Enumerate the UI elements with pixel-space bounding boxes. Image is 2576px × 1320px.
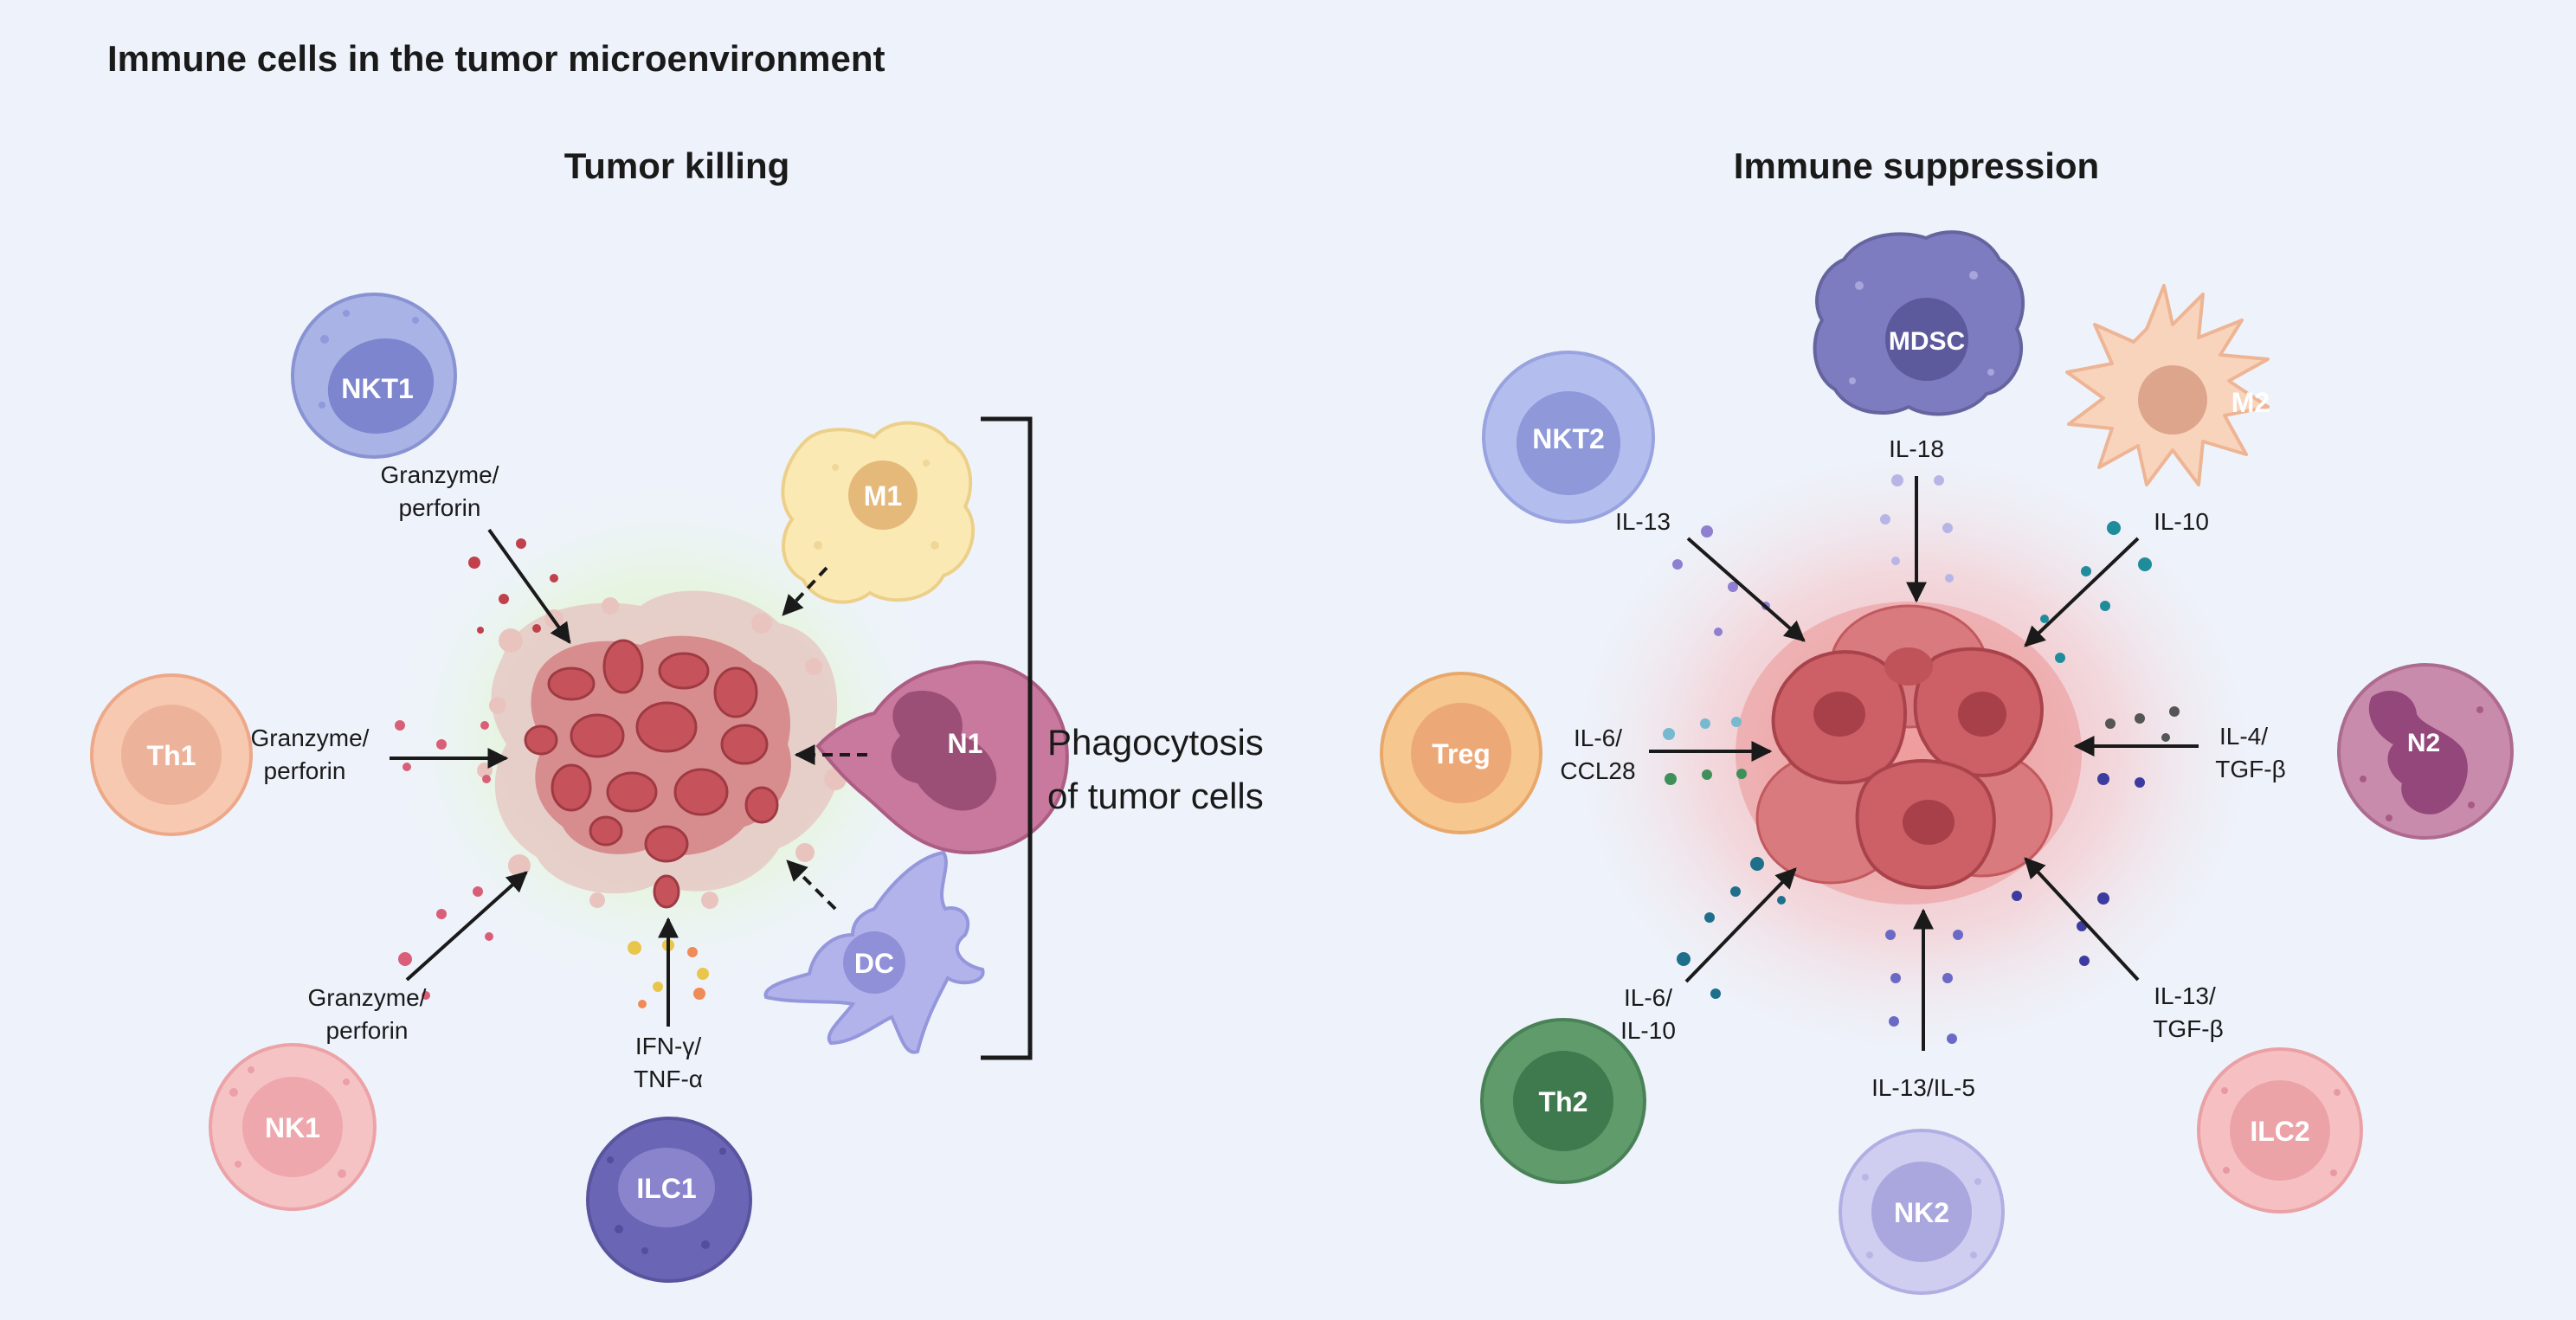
n2-cytokine-line1: IL-4/	[2219, 723, 2268, 750]
nkt2-label: NKT2	[1532, 423, 1605, 454]
nkt2-cytokine: IL-13	[1615, 508, 1671, 535]
heading-immune-suppression: Immune suppression	[1734, 145, 2099, 186]
arrow-nkt2-to-tumor	[1686, 537, 1806, 642]
treg-cytokine-line1: IL-6/	[1574, 724, 1622, 751]
m2-macrophage: M2	[2065, 284, 2270, 486]
ilc1-label: ILC1	[636, 1173, 696, 1204]
cytokine-dots-left	[395, 538, 709, 1008]
ilc1-cytokine-line1: IFN-γ/	[635, 1033, 701, 1059]
ilc2-cytokine-line1: IL-13/	[2154, 982, 2216, 1009]
ilc1-cytokine-line2: TNF-α	[634, 1066, 703, 1092]
n2-neutrophil: N2	[2337, 663, 2514, 840]
th2-cell: Th2	[1480, 1018, 1646, 1184]
nk1-cytokine-line1: Granzyme/	[308, 984, 427, 1011]
dc-label: DC	[854, 948, 894, 979]
m2-label: M2	[2231, 387, 2270, 418]
m1-label: M1	[864, 480, 902, 512]
phagocytosis-bracket	[981, 416, 1033, 1060]
th2-cytokine-line2: IL-10	[1620, 1017, 1676, 1044]
ilc2-cytokine-line2: TGF-β	[2153, 1015, 2223, 1042]
arrow-nkt1-to-tumor	[487, 528, 571, 644]
nkt1-cytokine-line2: perforin	[399, 494, 481, 521]
treg-label: Treg	[1432, 738, 1491, 769]
nk2-label: NK2	[1894, 1197, 1949, 1228]
nk2-cell: NK2	[1839, 1129, 2005, 1295]
nkt1-cytokine-line1: Granzyme/	[381, 461, 499, 488]
nkt1-cell: NKT1	[291, 293, 457, 459]
treg-cell: Treg	[1380, 672, 1542, 834]
arrow-nk1-to-tumor	[405, 871, 528, 982]
th2-label: Th2	[1539, 1086, 1588, 1117]
treg-cytokine-line2: CCL28	[1560, 757, 1635, 784]
nk1-label: NK1	[265, 1112, 320, 1143]
cytokine-dots-right	[1663, 474, 2180, 1044]
tumor-cell-cluster	[1736, 602, 2082, 905]
n2-cytokine-line2: TGF-β	[2215, 756, 2285, 782]
heading-tumor-killing: Tumor killing	[564, 145, 790, 186]
dc-dendritic-cell: DC	[763, 850, 985, 1054]
nkt2-cell: NKT2	[1482, 351, 1655, 524]
nkt1-label: NKT1	[341, 373, 414, 404]
nk1-cytokine-line2: perforin	[326, 1017, 409, 1044]
n1-label: N1	[948, 728, 983, 759]
th2-cytokine-line1: IL-6/	[1624, 984, 1672, 1011]
phagocytosis-label-line1: Phagocytosis	[1047, 722, 1264, 763]
mdsc-cell: MDSC	[1813, 230, 2025, 416]
arrow-dc-to-tumor	[786, 860, 837, 911]
n1-neutrophil: N1	[815, 660, 1069, 855]
th1-cytokine-line2: perforin	[264, 757, 346, 784]
ilc2-label: ILC2	[2250, 1116, 2309, 1147]
ilc1-cell: ILC1	[586, 1117, 752, 1283]
arrow-m2-to-tumor	[2024, 537, 2140, 647]
arrow-ilc2-to-tumor	[2024, 857, 2140, 982]
phagocytosis-label-line2: of tumor cells	[1047, 776, 1264, 816]
dying-tumor-mass	[477, 590, 847, 909]
arrow-m1-to-tumor	[782, 566, 828, 616]
ilc2-cell: ILC2	[2197, 1047, 2363, 1214]
mdsc-cytokine: IL-18	[1889, 435, 1944, 462]
arrow-th2-to-tumor	[1684, 867, 1797, 983]
figure-title: Immune cells in the tumor microenvironme…	[107, 38, 886, 79]
th1-cytokine-line1: Granzyme/	[251, 724, 370, 751]
th1-cell: Th1	[90, 673, 253, 836]
n2-label: N2	[2407, 729, 2440, 757]
m2-cytokine: IL-10	[2154, 508, 2209, 535]
nk1-cell: NK1	[209, 1043, 377, 1211]
m1-macrophage: M1	[781, 421, 975, 604]
th1-label: Th1	[147, 740, 196, 771]
mdsc-label: MDSC	[1889, 327, 1965, 356]
nk2-cytokine: IL-13/IL-5	[1871, 1074, 1975, 1101]
